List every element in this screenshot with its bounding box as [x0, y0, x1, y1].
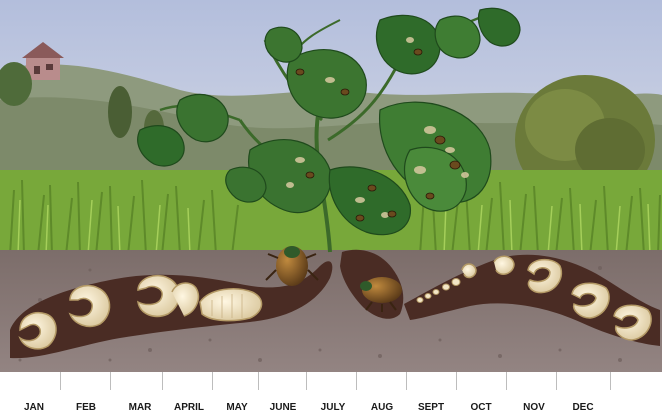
- garden-cross-section: [0, 0, 662, 372]
- grub-oct: [494, 256, 514, 274]
- month-label-sept: SEPT: [418, 402, 444, 413]
- month-label-jan: JAN: [24, 402, 44, 413]
- tick: [506, 372, 507, 390]
- grub-may: [200, 289, 262, 321]
- month-label-feb: FEB: [76, 402, 96, 413]
- tick: [556, 372, 557, 390]
- month-timeline: JAN FEB MAR APRIL MAY JUNE JULY AUG SEPT…: [0, 372, 662, 419]
- tick: [162, 372, 163, 390]
- month-label-mar: MAR: [129, 402, 152, 413]
- tick: [456, 372, 457, 390]
- month-label-dec: DEC: [572, 402, 593, 413]
- month-label-july: JULY: [321, 402, 346, 413]
- month-label-june: JUNE: [270, 402, 297, 413]
- tick: [60, 372, 61, 390]
- month-label-nov: NOV: [523, 402, 545, 413]
- tick: [306, 372, 307, 390]
- month-label-oct: OCT: [470, 402, 491, 413]
- tick: [610, 372, 611, 390]
- tick: [110, 372, 111, 390]
- tree-left-2: [108, 86, 132, 138]
- month-label-april: APRIL: [174, 402, 204, 413]
- tick: [212, 372, 213, 390]
- tick: [258, 372, 259, 390]
- tick: [406, 372, 407, 390]
- grub-sept: [462, 264, 476, 277]
- tick: [356, 372, 357, 390]
- month-label-aug: AUG: [371, 402, 393, 413]
- month-label-may: MAY: [226, 402, 247, 413]
